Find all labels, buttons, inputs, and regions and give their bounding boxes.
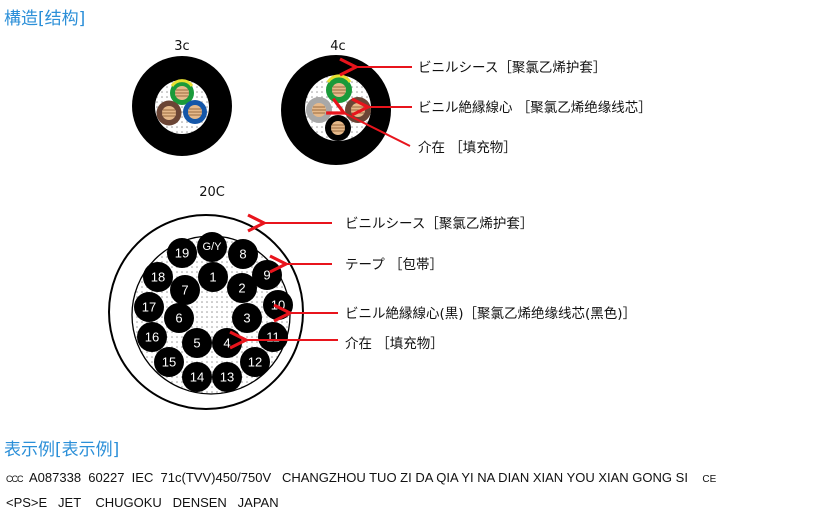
structure-heading: 構造[结构] [4,9,86,29]
label-3c: 3c [174,39,189,54]
core-13: 13 [212,362,242,392]
core-11: 11 [258,322,288,352]
core-number: 5 [193,336,200,351]
core-circle [240,347,270,377]
label-4c-insulated-core: ビニル絶縁線心 ［聚氯乙烯绝缘线芯］ [418,100,652,116]
core-circle [164,303,194,333]
core-circle [182,328,212,358]
marking-line-1: CCC A087338 60227 IEC 71c(TVV)450/750V C… [6,470,716,485]
core-number: 9 [263,268,270,283]
core-number: 17 [142,300,156,315]
core-circle [232,303,262,333]
label-4c-filler: 介在 ［填充物］ [418,140,517,156]
core-number: 12 [248,355,262,370]
core-circle [154,347,184,377]
core-number: 4 [223,336,230,351]
core-12: 12 [240,347,270,377]
core-14: 14 [182,362,212,392]
core-number: 13 [220,370,234,385]
core-circle [198,262,228,292]
marking-text-1: A087338 60227 IEC 71c(TVV)450/750V CHANG… [29,470,688,485]
label-4c: 4c [330,39,345,54]
core-circle [134,292,164,322]
marking-line-2: <PS>E JET CHUGOKU DENSEN JAPAN [6,495,279,510]
core-1: 1 [198,262,228,292]
label-4c-sheath: ビニルシース［聚氯乙烯护套］ [418,60,606,76]
core-circle [258,322,288,352]
core-circle [167,238,197,268]
label-20c-tape: テープ ［包帯］ [345,257,443,273]
core-15: 15 [154,347,184,377]
label-20c: 20C [199,185,225,200]
core-number: G/Y [203,241,223,253]
ce-mark: CE [702,474,717,485]
cable-3c-cross-section [132,56,232,156]
core-circle [137,322,167,352]
label-20c-sheath: ビニルシース［聚氯乙烯护套］ [345,216,533,232]
core-number: 1 [209,270,216,285]
core-10: 10 [263,290,293,320]
core-number: 10 [271,298,285,313]
core-7: 7 [170,275,200,305]
core-17: 17 [134,292,164,322]
cable-4c-cross-section [281,55,391,165]
marking-heading: 表示例[表示例] [4,440,120,460]
core-8: 8 [228,239,258,269]
core-9: 9 [252,260,282,290]
core-number: 8 [239,247,246,262]
core-3: 3 [232,303,262,333]
core-circle [212,362,242,392]
core-4: 4 [212,328,242,358]
core-circle [170,275,200,305]
core-circle [227,273,257,303]
core-5: 5 [182,328,212,358]
core-19: 19 [167,238,197,268]
core-number: 16 [145,330,159,345]
core-circle [182,362,212,392]
core-2: 2 [227,273,257,303]
core-number: 7 [181,283,188,298]
core-6: 6 [164,303,194,333]
core-number: 6 [175,311,182,326]
core-circle [197,232,227,262]
label-20c-insulated-core: ビニル絶縁線心(黒)［聚氯乙烯绝缘线芯(黑色)］ [345,305,636,322]
label-20c-filler: 介在 ［填充物］ [345,336,444,352]
cable-diagram: 3c 4c ビニルシース［聚氯乙烯护套］ ビニル絶縁線心 ［聚氯乙烯绝缘线芯］ … [108,39,652,410]
arrows-4c [344,67,412,147]
core-number: 14 [190,370,204,385]
core-number: 3 [243,311,250,326]
core-16: 16 [137,322,167,352]
core-circle [143,262,173,292]
core-number: 18 [151,270,165,285]
core-number: 15 [162,355,176,370]
core-gy: G/Y [197,232,227,262]
arrows-20c [246,223,338,340]
core-number: 19 [175,246,189,261]
core-circle [228,239,258,269]
ccc-mark: CCC [6,474,23,484]
core-number: 11 [266,330,280,345]
core-18: 18 [143,262,173,292]
core-number: 2 [238,281,245,296]
